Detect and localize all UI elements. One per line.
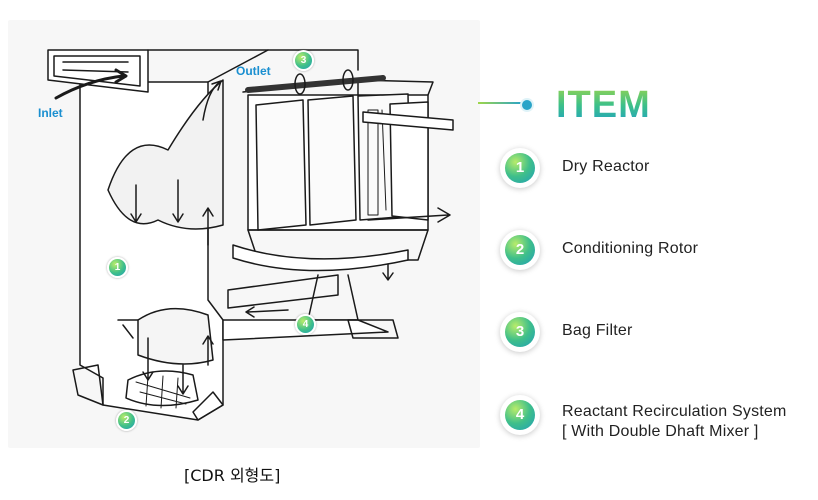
item-label: Conditioning Rotor — [562, 240, 699, 257]
diagram-marker-3: 3 — [293, 50, 314, 71]
item-label: Dry Reactor — [562, 158, 650, 175]
item-title: ITEM — [556, 84, 651, 126]
cdr-equipment-drawing — [47, 49, 454, 421]
item-label: Bag Filter — [562, 322, 633, 339]
item-sublabel: [ With Double Dhaft Mixer ] — [562, 423, 759, 440]
item-number: 4 — [505, 400, 535, 430]
figure-caption: [CDR 외형도] — [184, 466, 281, 485]
item-number-badge: 2 — [500, 230, 540, 270]
item-header-line — [478, 102, 522, 104]
item-header-dot — [520, 98, 534, 112]
item-label-block: Reactant Recirculation System [ With Dou… — [562, 403, 787, 441]
diagram-marker-2: 2 — [116, 410, 137, 431]
item-number-badge: 3 — [500, 312, 540, 352]
item-number-badge: 1 — [500, 148, 540, 188]
outlet-label: Outlet — [236, 64, 271, 78]
item-number: 2 — [505, 235, 535, 265]
item-number: 3 — [505, 317, 535, 347]
item-label: Reactant Recirculation System — [562, 403, 787, 420]
diagram-marker-4: 4 — [295, 314, 316, 335]
diagram-marker-1: 1 — [107, 257, 128, 278]
cdr-diagram-panel: Inlet Outlet 1 2 3 4 — [8, 20, 480, 448]
item-number-badge: 4 — [500, 395, 540, 435]
inlet-label: Inlet — [38, 106, 63, 120]
item-number: 1 — [505, 153, 535, 183]
